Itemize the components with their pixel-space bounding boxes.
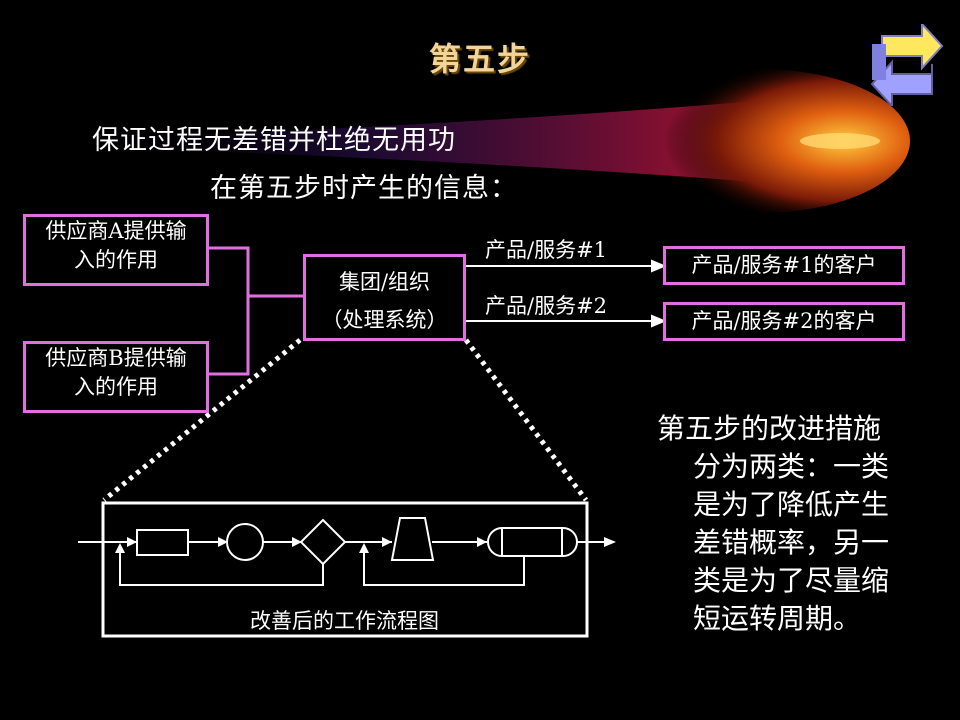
customer-1-label: 产品/服务#1的客户 — [691, 253, 877, 277]
supplier-b-box: 供应商B提供输 入的作用 — [23, 341, 209, 413]
organization-box: 集团/组织 （处理系统） — [303, 254, 466, 341]
output-1-label: 产品/服务#1 — [485, 238, 608, 262]
page-title: 第五步 — [428, 40, 531, 78]
note-line: 分为两类：一类 — [693, 450, 890, 483]
subtitle-info: 在第五步时产生的信息： — [210, 173, 518, 204]
supplier-b-line1: 供应商B提供输 — [45, 346, 187, 370]
output-2-label: 产品/服务#2 — [485, 294, 608, 318]
note-line: 第五步的改进措施 — [657, 412, 882, 445]
note-line: 短运转周期。 — [693, 602, 862, 635]
supplier-a-box: 供应商A提供输 入的作用 — [23, 214, 209, 286]
note-line: 类是为了尽量缩 — [693, 564, 890, 597]
customer-2-box: 产品/服务#2的客户 — [663, 302, 905, 341]
customer-2-label: 产品/服务#2的客户 — [691, 309, 877, 333]
subtitle-goal: 保证过程无差错并杜绝无用功 — [92, 125, 456, 156]
organization-line1: 集团/组织 — [338, 270, 431, 294]
customer-1-box: 产品/服务#1的客户 — [663, 246, 905, 285]
cycle-arrows-icon[interactable] — [862, 24, 952, 106]
note-line: 差错概率，另一 — [693, 526, 890, 559]
organization-line2: （处理系统） — [321, 308, 448, 332]
improvement-note: 第五步的改进措施 分为两类：一类 是为了降低产生 差错概率，另一 类是为了尽量缩… — [657, 410, 927, 638]
supplier-a-line2: 入的作用 — [74, 248, 158, 272]
flowchart-caption: 改善后的工作流程图 — [250, 609, 439, 633]
note-line: 是为了降低产生 — [693, 488, 890, 521]
supplier-b-line2: 入的作用 — [74, 375, 158, 399]
supplier-a-line1: 供应商A提供输 — [45, 219, 187, 243]
